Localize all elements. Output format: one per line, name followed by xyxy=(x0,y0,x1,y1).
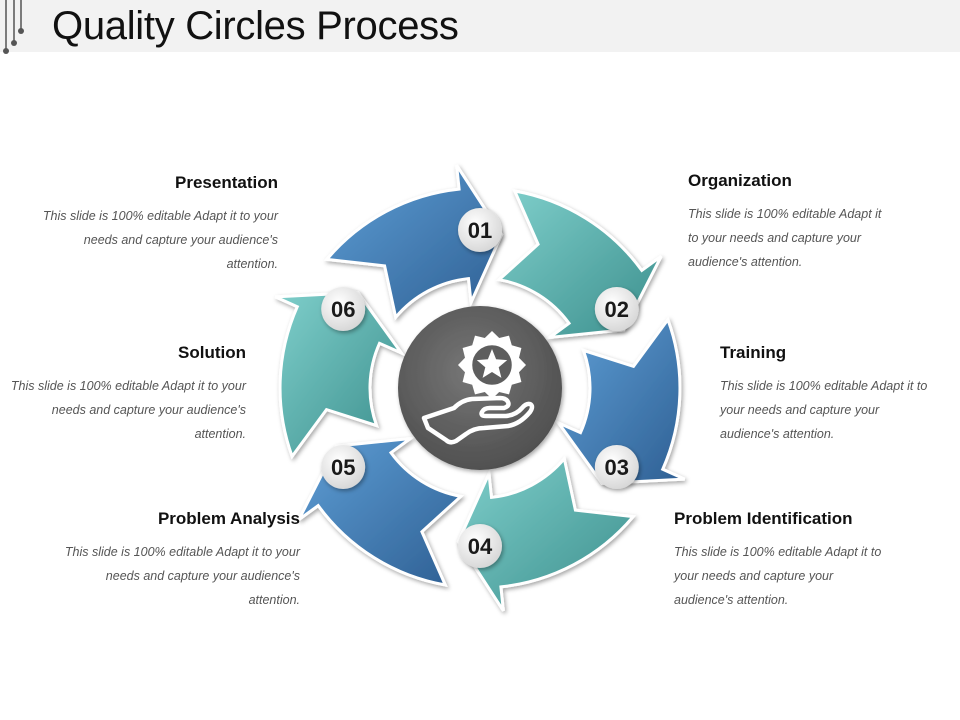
step-number-01: 01 xyxy=(468,218,492,243)
step-badge-05: 05 xyxy=(321,445,366,489)
step-03-text: Problem Identification This slide is 100… xyxy=(674,509,894,612)
step-badge-06: 06 xyxy=(321,287,366,331)
step-number-06: 06 xyxy=(331,297,355,322)
step-number-02: 02 xyxy=(605,297,629,322)
step-05-text: Solution This slide is 100% editable Ada… xyxy=(6,343,246,446)
step-04-description: This slide is 100% editable Adapt it to … xyxy=(64,545,300,607)
step-badge-03: 03 xyxy=(594,445,639,489)
step-01-text: Organization This slide is 100% editable… xyxy=(688,171,888,274)
arrow-segment-03 xyxy=(554,316,686,485)
title-bar: Quality Circles Process xyxy=(0,0,960,54)
step-badge-04: 04 xyxy=(458,524,502,568)
step-05-description: This slide is 100% editable Adapt it to … xyxy=(10,379,246,441)
step-badge-01: 01 xyxy=(458,208,502,252)
step-06-text: Presentation This slide is 100% editable… xyxy=(38,173,278,276)
step-02-description: This slide is 100% editable Adapt it to … xyxy=(720,379,928,441)
step-02-heading: Training xyxy=(720,343,787,362)
step-number-03: 03 xyxy=(605,455,629,480)
step-06-heading: Presentation xyxy=(175,173,278,192)
step-03-description: This slide is 100% editable Adapt it to … xyxy=(674,545,882,607)
step-05-heading: Solution xyxy=(178,343,246,362)
hand-star-icon xyxy=(421,331,535,445)
step-01-description: This slide is 100% editable Adapt it to … xyxy=(688,207,882,269)
title-decoration xyxy=(3,0,24,54)
page-title: Quality Circles Process xyxy=(52,4,459,48)
step-04-text: Problem Analysis This slide is 100% edit… xyxy=(60,509,300,612)
step-badge-02: 02 xyxy=(594,287,639,331)
step-number-04: 04 xyxy=(468,534,493,559)
step-03-heading: Problem Identification xyxy=(674,509,853,528)
arrow-segment-01 xyxy=(323,164,504,321)
step-number-05: 05 xyxy=(331,455,355,480)
arrow-segment-06 xyxy=(274,291,406,460)
step-06-description: This slide is 100% editable Adapt it to … xyxy=(42,209,278,271)
step-02-text: Training This slide is 100% editable Ada… xyxy=(720,343,930,446)
step-01-heading: Organization xyxy=(688,171,792,190)
arrow-segment-04 xyxy=(456,455,637,612)
step-04-heading: Problem Analysis xyxy=(157,509,300,528)
